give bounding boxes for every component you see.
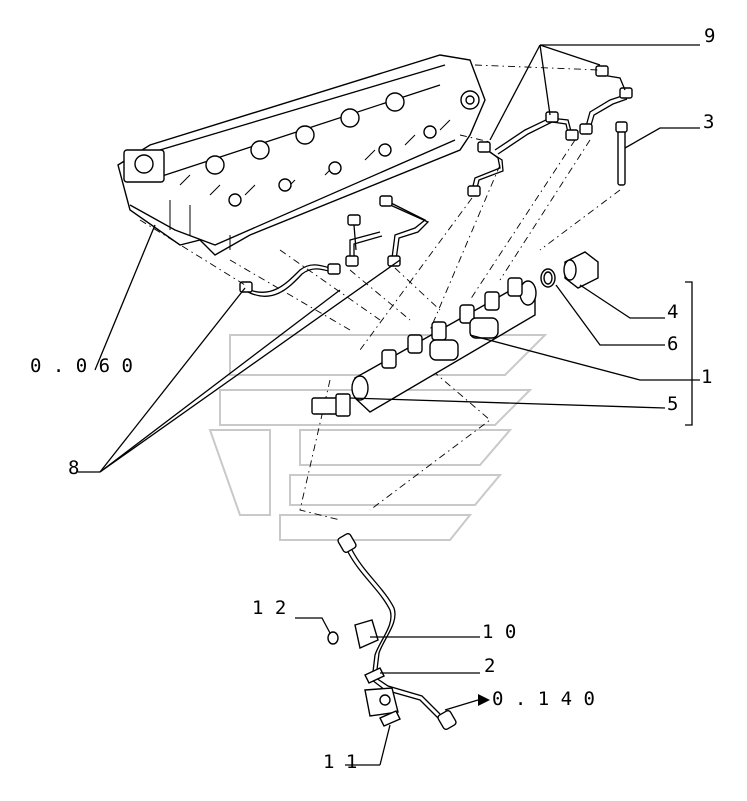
- reference-0060: 0 . 0 6 0: [30, 355, 133, 377]
- screw-11: [379, 710, 401, 727]
- cylinder-head: [117, 54, 486, 256]
- callout-1: 1: [701, 366, 712, 388]
- pressure-valve-4: [563, 251, 599, 289]
- callout-12: 1 2: [252, 597, 286, 619]
- reference-arrow-0140: [444, 694, 490, 711]
- callout-9: 9: [704, 25, 715, 47]
- reference-0140: 0 . 1 4 0: [492, 688, 595, 710]
- callout-11: 1 1: [323, 751, 357, 773]
- stud-bolt-3: [615, 121, 628, 186]
- callout-4: 4: [667, 301, 678, 323]
- callout-8: 8: [68, 457, 79, 479]
- watermark-logo: [208, 334, 548, 541]
- callout-2: 2: [484, 655, 495, 677]
- washer-12: [327, 631, 339, 645]
- alignment-lines: [139, 64, 621, 521]
- fuel-rail-1: [351, 277, 537, 413]
- callout-labels: 9 3 4 6 1 5 8 0 . 0 6 0 1 2 1 0 2 0 . 1 …: [30, 25, 715, 773]
- screw-2: [364, 667, 385, 684]
- pipe-clamp-10: [354, 619, 379, 649]
- callout-6: 6: [667, 333, 678, 355]
- seal-ring-6: [540, 268, 556, 288]
- rail-outlets: [381, 277, 523, 369]
- pressure-sensor-5: [311, 393, 351, 417]
- leader-lines: [78, 44, 700, 766]
- injector-pipes-8: [239, 195, 430, 297]
- supply-pipe-assembly: [327, 532, 457, 731]
- injector-pipes-9: [467, 65, 633, 197]
- callout-5: 5: [667, 393, 678, 415]
- callout-3: 3: [703, 111, 714, 133]
- callout-10: 1 0: [482, 621, 516, 643]
